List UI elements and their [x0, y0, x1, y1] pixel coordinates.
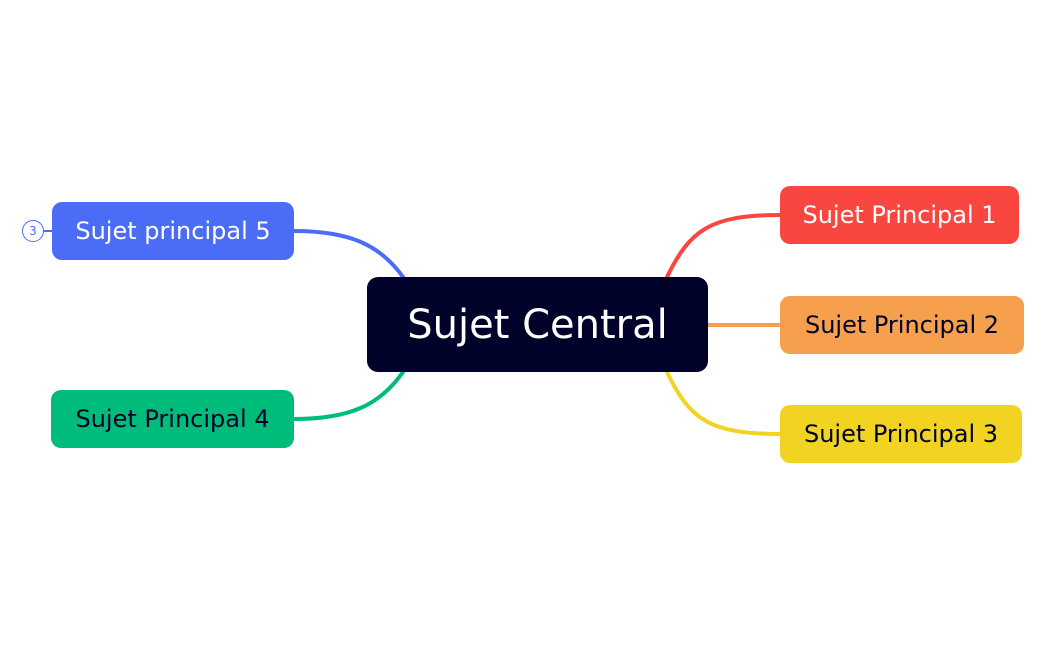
branch-line-topic-5 — [292, 229, 405, 279]
collapsed-subtopics-count: 3 — [29, 224, 37, 238]
main-topic-4[interactable]: Sujet Principal 4 — [51, 390, 294, 448]
branch-line-topic-3 — [665, 370, 782, 436]
main-topic-1-label: Sujet Principal 1 — [802, 201, 997, 229]
collapsed-subtopics-count-badge[interactable]: 3 — [22, 220, 44, 242]
main-topic-3-label: Sujet Principal 3 — [803, 420, 999, 448]
main-topic-4-label: Sujet Principal 4 — [75, 405, 270, 433]
collapse-badge-connector — [44, 230, 52, 232]
branch-line-topic-1 — [665, 213, 782, 279]
central-topic-label: Sujet Central — [407, 301, 668, 348]
central-topic[interactable]: Sujet Central — [367, 277, 708, 372]
main-topic-1[interactable]: Sujet Principal 1 — [780, 186, 1019, 244]
main-topic-5-label: Sujet principal 5 — [75, 217, 271, 245]
main-topic-2-label: Sujet Principal 2 — [804, 311, 1000, 339]
main-topic-5[interactable]: Sujet principal 5 — [52, 202, 294, 260]
main-topic-2[interactable]: Sujet Principal 2 — [780, 296, 1024, 354]
branch-line-topic-4 — [292, 370, 405, 421]
main-topic-3[interactable]: Sujet Principal 3 — [780, 405, 1022, 463]
